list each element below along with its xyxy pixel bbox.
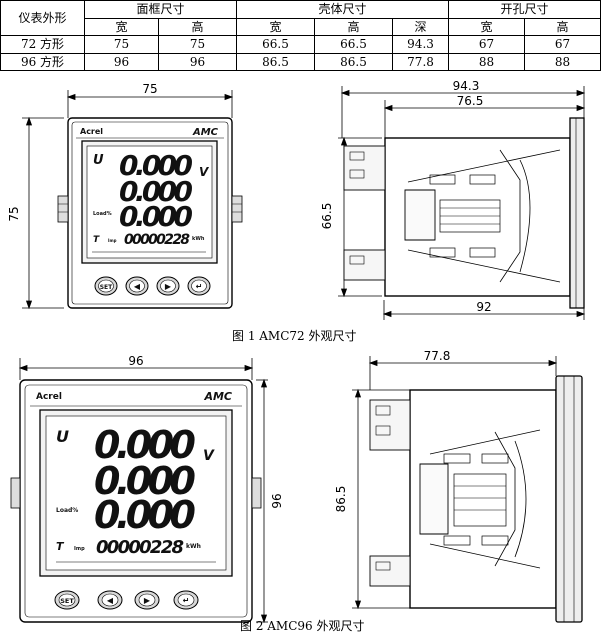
lcd-unit-v: V (199, 165, 210, 179)
side-height-label: 66.5 (320, 203, 334, 230)
lcd-energy-unit: kWh (186, 543, 201, 550)
enter-icon: ↵ (196, 282, 203, 291)
side-dimensions (352, 356, 558, 610)
table-cell: 66.5 (236, 35, 316, 54)
right-arrow-icon: ▶ (165, 282, 172, 291)
subheader: 宽 (84, 17, 159, 36)
lcd-energy: 00000228 (96, 537, 184, 558)
lcd-label-load: Load% (93, 211, 112, 217)
table-cell: 96 (84, 52, 159, 71)
front-width-label: 96 (128, 354, 143, 368)
meter-side-view (343, 117, 585, 309)
enter-button[interactable] (173, 590, 199, 610)
side-depth-label: 77.8 (424, 349, 451, 363)
lcd-reading-3: 0.000 (119, 200, 193, 233)
subheader: 宽 (448, 17, 526, 36)
front-height-label: 75 (7, 206, 21, 221)
front-height-dimension (22, 116, 64, 310)
side-dimensions (338, 86, 586, 320)
lcd-label-t: T (93, 235, 100, 245)
table-row: 72 方形 75 75 66.5 66.5 94.3 67 67 (0, 35, 602, 54)
dimension-table: 仪表外形 面框尺寸 壳体尺寸 开孔尺寸 宽 高 宽 高 深 宽 高 72 方形 … (0, 0, 602, 71)
lcd-label-load: Load% (56, 507, 78, 514)
enter-button[interactable] (187, 276, 211, 296)
side-depth-label: 94.3 (453, 79, 480, 93)
table-cell: 75 (157, 35, 238, 54)
button-row: SET ◀ ▶ ↵ (54, 590, 199, 610)
lcd-label-u: U (56, 427, 69, 446)
subheader: 高 (524, 17, 602, 36)
lcd-label-t: T (56, 540, 65, 553)
figure1-drawing: 75 75 Acrel AMC U 0.000 V 0.000 Load% 0.… (7, 79, 586, 320)
set-button-label: SET (100, 284, 113, 291)
meter-side-view (369, 375, 583, 623)
right-button[interactable] (134, 590, 160, 610)
table-cell: 96 (157, 52, 238, 71)
left-button[interactable] (125, 276, 149, 296)
table-cell: 88 (448, 52, 526, 71)
figure2-drawing: 96 96 Acrel AMC U 0.000 V 0.000 Load% 0.… (10, 349, 583, 624)
table-cell: 86.5 (314, 52, 394, 71)
front-width-dimension (18, 358, 254, 380)
meter-front-bezel (57, 117, 243, 309)
left-arrow-icon: ◀ (134, 282, 141, 291)
enter-icon: ↵ (183, 596, 190, 605)
side-height-label: 86.5 (334, 486, 348, 513)
left-button[interactable] (97, 590, 123, 610)
brand-logo: Acrel (80, 127, 103, 136)
front-height-label: 96 (270, 493, 284, 508)
lcd-energy-unit: kWh (192, 236, 205, 242)
set-button[interactable] (54, 590, 80, 610)
table-cell: 77.8 (392, 52, 450, 71)
set-button-label: SET (60, 597, 74, 605)
front-height-dimension (256, 378, 268, 624)
lcd-label-imp: Imp (108, 238, 117, 243)
figure2-caption: 图 2 AMC96 外观尺寸 (240, 619, 365, 633)
front-width-label: 75 (142, 82, 157, 96)
lcd-reading-2: 0.000 (119, 175, 193, 208)
table-cell: 88 (524, 52, 602, 71)
lcd-reading-3: 0.000 (94, 493, 196, 537)
meter-front-bezel (10, 379, 262, 623)
brand-logo: Acrel (36, 392, 62, 402)
row-name: 96 方形 (0, 52, 85, 71)
left-arrow-icon: ◀ (107, 596, 114, 605)
side-panel-label: 92 (476, 300, 491, 314)
front-width-dimension (66, 90, 234, 118)
lcd-reading-1: 0.000 (94, 423, 196, 467)
side-body-label: 76.5 (457, 94, 484, 108)
lcd-label-imp: Imp (74, 546, 85, 552)
lcd-energy: 00000228 (124, 232, 190, 248)
right-arrow-icon: ▶ (144, 596, 151, 605)
right-button[interactable] (156, 276, 180, 296)
model-label: AMC (203, 390, 232, 403)
lcd-label-u: U (93, 153, 104, 168)
table-row: 96 方形 96 96 86.5 86.5 77.8 88 88 (0, 52, 602, 71)
button-row: SET ◀ ▶ ↵ (94, 276, 211, 296)
table-corner-header: 仪表外形 (0, 0, 85, 36)
figure1-caption: 图 1 AMC72 外观尺寸 (232, 329, 357, 343)
lcd-unit-v: V (203, 448, 215, 464)
lcd-reading-1: 0.000 (119, 149, 193, 182)
group-header-frame: 面框尺寸 (83, 0, 238, 19)
set-button[interactable] (94, 276, 118, 296)
model-label: AMC (192, 127, 219, 138)
lcd-reading-2: 0.000 (94, 459, 196, 503)
